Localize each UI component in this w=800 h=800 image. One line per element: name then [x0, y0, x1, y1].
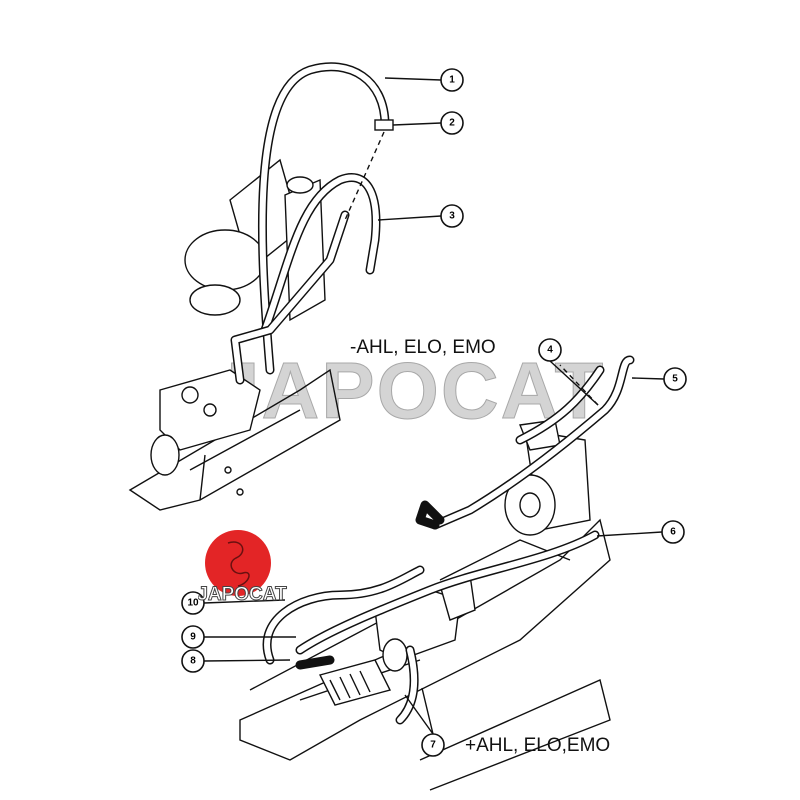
leader-lines: [203, 77, 665, 735]
callout-5-label: 5: [672, 374, 678, 385]
lower-hoses: [262, 355, 635, 725]
callout-9: 9: [181, 625, 205, 649]
callout-10: 10: [181, 591, 205, 615]
callout-6: 6: [661, 520, 685, 544]
callout-1-label: 1: [449, 75, 455, 86]
callout-8: 8: [181, 649, 205, 673]
callout-3: 3: [440, 204, 464, 228]
upper-pump: [184, 176, 326, 322]
callout-9-label: 9: [190, 632, 196, 643]
callout-6-label: 6: [670, 527, 676, 538]
callout-2: 2: [440, 111, 464, 135]
callouts: 1 2 3 4 5 6 7 8 9 10: [181, 68, 687, 757]
upper-steering-gear: [150, 369, 261, 476]
callout-4: 4: [538, 338, 562, 362]
japocat-logo: JAPOCAT: [198, 528, 288, 608]
callout-1: 1: [440, 68, 464, 92]
upper-hoses: [230, 62, 394, 385]
callout-7-label: 7: [430, 740, 436, 751]
svg-text:JAPOCAT: JAPOCAT: [198, 584, 287, 605]
callout-3-label: 3: [449, 211, 455, 222]
variant-label-with: +AHL, ELO,EMO: [465, 735, 611, 756]
callout-5: 5: [663, 367, 687, 391]
oil-cooler: [318, 659, 392, 706]
lower-pump: [504, 419, 591, 536]
callout-8-label: 8: [190, 656, 196, 667]
callout-4-label: 4: [547, 345, 553, 356]
logo-sun-icon: JAPOCAT: [198, 530, 288, 606]
variant-label-without: -AHL, ELO, EMO: [350, 337, 496, 358]
callout-2-label: 2: [449, 118, 455, 129]
callout-7: 7: [421, 733, 445, 757]
hose-clamp: [374, 119, 394, 131]
callout-10-label: 10: [187, 598, 199, 609]
